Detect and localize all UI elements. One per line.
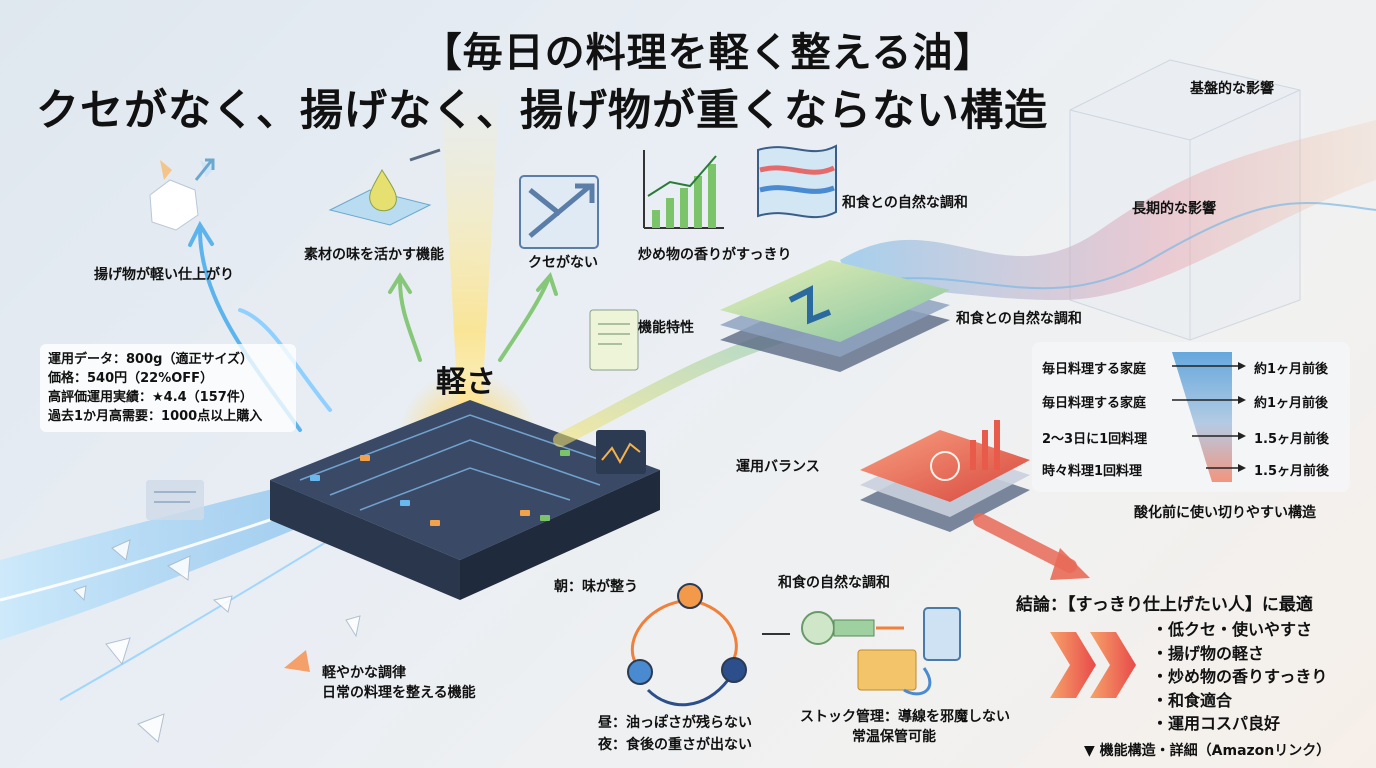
label-lightness: 軽さ — [436, 365, 496, 400]
label-foundation-effect: 基盤的な影響 — [1190, 81, 1274, 97]
chevron-arrows-icon — [1050, 632, 1136, 698]
amazon-details-link[interactable]: ▼ 機能構造・詳細（Amazonリンク） — [1084, 743, 1331, 759]
balance-household-2: 毎日料理する家庭 — [1042, 396, 1147, 411]
daily-cycle-diagram — [627, 583, 790, 707]
conclusion-point: ・揚げ物の軽さ — [1152, 643, 1265, 663]
balance-period-4: 1.5ヶ月前後 — [1254, 464, 1330, 479]
conclusion-list: ・低クセ・使いやすさ ・揚げ物の軽さ ・炒め物の香りすっきり ・和食適合 ・運用… — [1152, 618, 1327, 736]
balance-period-2: 約1ヶ月前後 — [1254, 396, 1329, 411]
label-morning: 朝：味が整う — [554, 579, 638, 595]
usage-balance-panel: 毎日料理する家庭 約1ヶ月前後 毎日料理する家庭 約1ヶ月前後 2〜3日に1回料… — [1032, 342, 1350, 492]
fact-demand: 過去1か月高需要：1000点以上購入 — [48, 409, 263, 424]
conclusion-heading: 結論：【すっきり仕上げたい人】に最適 — [1016, 595, 1313, 615]
label-longterm-effect: 長期的な影響 — [1132, 201, 1216, 217]
label-stock-management: ストック管理：導線を邪魔しない — [800, 709, 1010, 725]
label-stirfry-aroma: 炒め物の香りがすっきり — [638, 247, 792, 263]
conclusion-point: ・和食適合 — [1152, 690, 1233, 710]
label-japanese-harmony-bottom: 和食の自然な調和 — [778, 575, 890, 591]
balance-household-4: 時々料理1回料理 — [1042, 464, 1143, 479]
label-ingredient-taste: 素材の味を活かす機能 — [304, 247, 444, 263]
label-function-char: 機能特性 — [638, 320, 694, 336]
label-japanese-harmony-mid: 和食との自然な調和 — [956, 311, 1082, 327]
subtitle: クセがなく、揚げなく、揚げ物が重くならない構造 — [36, 86, 1048, 136]
crystal-icon — [149, 158, 215, 231]
product-facts-box: 運用データ：800g（適正サイズ） 価格：540円（22%OFF） 高評価運用実… — [40, 344, 296, 432]
label-night: 夜：食後の重さが出ない — [598, 737, 752, 753]
growth-chart-icon — [643, 150, 724, 229]
label-room-temp: 常温保管可能 — [852, 729, 936, 745]
conclusion-point: ・炒め物の香りすっきり — [1152, 667, 1328, 686]
balance-period-1: 約1ヶ月前後 — [1254, 362, 1329, 377]
fact-rating: 高評価運用実績：★4.4（157件） — [48, 390, 253, 405]
conclusion-point: ・低クセ・使いやすさ — [1152, 620, 1313, 639]
conclusion-point: ・運用コスパ良好 — [1152, 714, 1281, 733]
label-japanese-harmony-top: 和食との自然な調和 — [842, 195, 968, 211]
label-no-quirk: クセがない — [528, 255, 598, 271]
fact-price: 価格：540円（22%OFF） — [48, 371, 214, 386]
label-light-tone: 軽やかな調律 — [322, 665, 406, 681]
swap-arrows-icon — [519, 175, 599, 249]
main-title: 【毎日の料理を軽く整える油】 — [421, 30, 995, 76]
stock-icons — [801, 607, 961, 696]
label-op-balance: 運用バランス — [736, 459, 820, 475]
oil-drop-icon — [328, 148, 441, 226]
label-oxidation: 酸化前に使い切りやすい構造 — [1134, 505, 1316, 521]
balance-period-3: 1.5ヶ月前後 — [1254, 432, 1330, 447]
fact-capacity: 運用データ：800g（適正サイズ） — [48, 352, 254, 367]
label-daily-cooking: 日常の料理を整える機能 — [322, 685, 476, 701]
wave-flag-icon — [757, 144, 837, 219]
balance-household-1: 毎日料理する家庭 — [1042, 362, 1147, 377]
balance-household-3: 2〜3日に1回料理 — [1042, 432, 1148, 447]
label-noon: 昼：油っぽさが残らない — [598, 715, 752, 731]
usage-balance-graphic — [1172, 352, 1246, 482]
label-light-fry: 揚げ物が軽い仕上がり — [94, 267, 234, 283]
